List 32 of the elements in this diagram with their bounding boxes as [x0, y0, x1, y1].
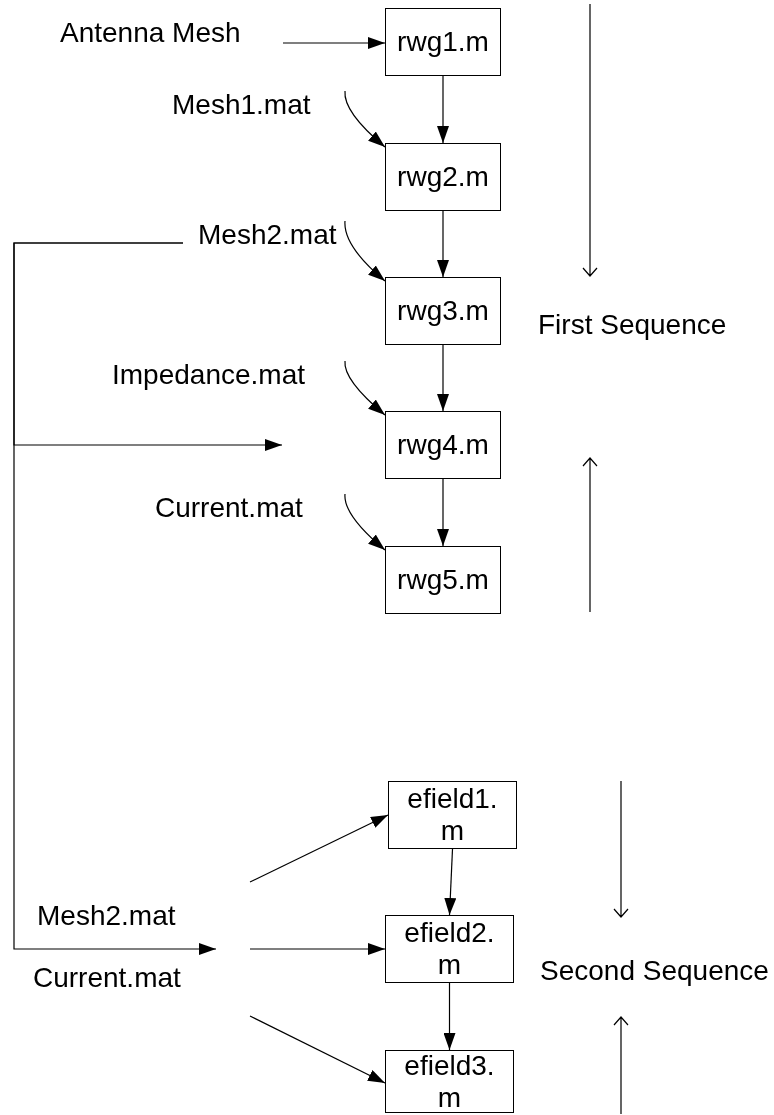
arrow: [437, 210, 449, 278]
process-box: rwg1.m: [385, 8, 501, 76]
arrow: [437, 478, 449, 547]
arrow: [13, 242, 283, 451]
process-box: efield2.m: [385, 915, 514, 983]
arrow: [344, 90, 386, 148]
process-box: rwg3.m: [385, 277, 501, 345]
arrow: [437, 75, 449, 144]
arrow: [437, 344, 449, 412]
arrow: [249, 814, 389, 883]
file-name: Impedance.mat: [112, 359, 345, 391]
process-box: rwg4.m: [385, 411, 501, 479]
arrow: [282, 37, 386, 49]
process-box: efield3.m: [385, 1050, 514, 1113]
arrow: [249, 943, 386, 955]
text-label: First Sequence: [538, 309, 727, 341]
file-name: Mesh1.mat: [172, 89, 345, 121]
arrow: [344, 360, 386, 416]
arrow: [249, 1015, 386, 1084]
text-label: Current.mat: [33, 962, 181, 994]
process-box: rwg5.m: [385, 546, 501, 614]
arrow: [344, 220, 386, 282]
arrow: [443, 982, 456, 1051]
process-box: rwg2.m: [385, 143, 501, 211]
arrow: [344, 493, 386, 551]
file-name: Antenna Mesh: [60, 17, 283, 49]
text-label: Mesh2.mat: [37, 900, 176, 932]
file-name: Current.mat: [155, 492, 345, 524]
process-box: efield1.m: [388, 781, 517, 849]
text-label: Second Sequence: [540, 955, 769, 987]
arrow: [444, 848, 457, 916]
file-name: Mesh2.mat: [183, 219, 345, 251]
